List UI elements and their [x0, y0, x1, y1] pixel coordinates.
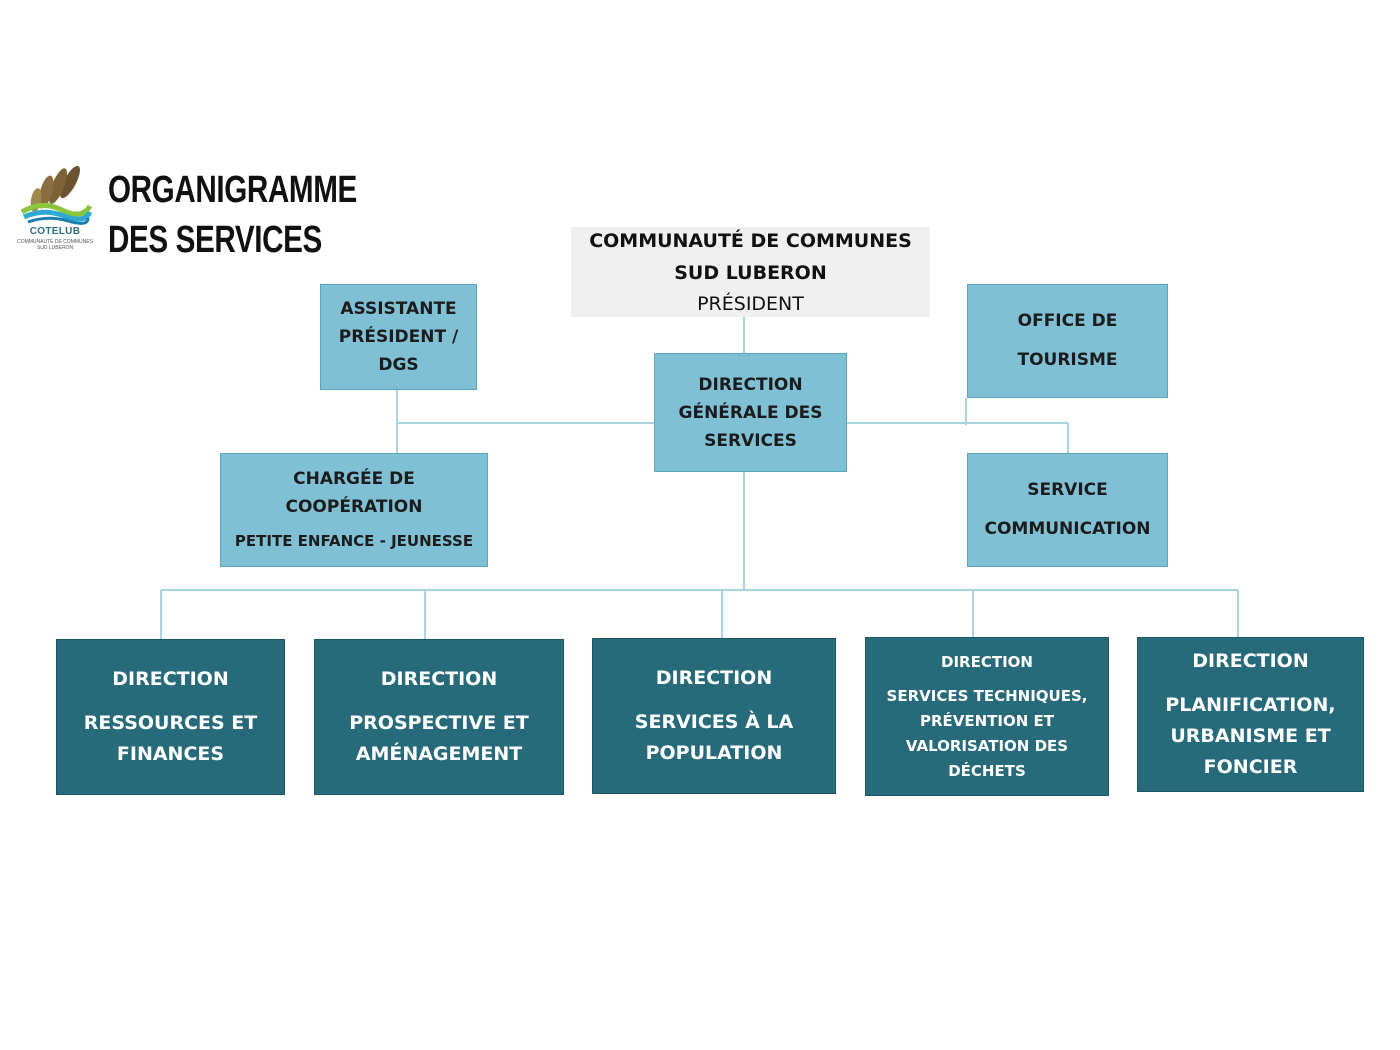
page-title-line2: DES SERVICES	[108, 219, 322, 261]
chargee-cooperation-box: CHARGÉE DE COOPÉRATION PETITE ENFANCE - …	[220, 453, 488, 567]
office-tourisme-line1: OFFICE DE	[1017, 311, 1118, 331]
direction-ressources-finances: DIRECTION RESSOURCES ET FINANCES	[56, 639, 285, 795]
logo-name: COTELUB	[29, 226, 81, 237]
direction-4-line1: SERVICES TECHNIQUES,	[886, 686, 1088, 705]
dgs-line3: SERVICES	[704, 430, 797, 451]
assistante-line1: ASSISTANTE	[340, 299, 457, 319]
direction-2-line1: PROSPECTIVE ET	[349, 712, 529, 734]
page-title-line1: ORGANIGRAMME	[108, 169, 357, 211]
direction-services-population: DIRECTION SERVICES À LA POPULATION	[592, 638, 836, 794]
logo-subtitle: COMMUNAUTÉ DE COMMUNES SUD LUBERON	[17, 239, 93, 251]
direction-5-line3: FONCIER	[1203, 756, 1298, 778]
office-tourisme-line2: TOURISME	[1017, 350, 1118, 370]
chargee-line3: PETITE ENFANCE - JEUNESSE	[234, 532, 474, 550]
communication-line2: COMMUNICATION	[984, 519, 1151, 539]
direction-4-line4: DÉCHETS	[948, 761, 1026, 780]
direction-1-line1: RESSOURCES ET	[83, 712, 258, 734]
direction-2-line2: AMÉNAGEMENT	[355, 743, 523, 765]
service-communication-box: SERVICE COMMUNICATION	[967, 453, 1168, 567]
direction-5-line2: URBANISME ET	[1170, 725, 1331, 747]
direction-services-techniques: DIRECTION SERVICES TECHNIQUES, PRÉVENTIO…	[865, 637, 1109, 796]
cotelub-logo: COTELUB COMMUNAUTÉ DE COMMUNES SUD LUBER…	[14, 160, 96, 255]
assistante-line2: PRÉSIDENT /	[338, 327, 459, 347]
direction-4-line3: VALORISATION DES	[905, 736, 1069, 755]
feather-logo-icon	[20, 165, 92, 225]
direction-4-head: DIRECTION	[941, 652, 1033, 671]
assistante-line3: DGS	[378, 355, 419, 375]
direction-1-line2: FINANCES	[116, 743, 225, 765]
president-box: COMMUNAUTÉ DE COMMUNES SUD LUBERON PRÉSI…	[571, 227, 930, 317]
direction-prospective-amenagement: DIRECTION PROSPECTIVE ET AMÉNAGEMENT	[314, 639, 564, 795]
office-tourisme-box: OFFICE DE TOURISME	[967, 284, 1168, 398]
direction-4-line2: PRÉVENTION ET	[919, 711, 1055, 730]
dgs-box: DIRECTION GÉNÉRALE DES SERVICES	[654, 353, 847, 472]
dgs-line1: DIRECTION	[698, 374, 803, 395]
direction-3-head: DIRECTION	[655, 667, 773, 689]
direction-5-line1: PLANIFICATION,	[1165, 694, 1336, 716]
president-org-line1: COMMUNAUTÉ DE COMMUNES	[589, 230, 912, 252]
direction-5-head: DIRECTION	[1192, 650, 1309, 672]
chargee-line2: COOPÉRATION	[285, 497, 423, 517]
direction-3-line2: POPULATION	[645, 742, 783, 764]
direction-1-head: DIRECTION	[112, 668, 229, 690]
president-org-line2: SUD LUBERON	[674, 262, 827, 284]
direction-planification-urbanisme: DIRECTION PLANIFICATION, URBANISME ET FO…	[1137, 637, 1364, 792]
dgs-line2: GÉNÉRALE DES	[678, 402, 823, 423]
page-title: ORGANIGRAMME DES SERVICES	[108, 165, 357, 265]
assistante-box: ASSISTANTE PRÉSIDENT / DGS	[320, 284, 477, 390]
direction-3-line1: SERVICES À LA	[634, 711, 794, 733]
direction-2-head: DIRECTION	[380, 668, 498, 690]
communication-line1: SERVICE	[1027, 480, 1108, 500]
president-role: PRÉSIDENT	[697, 293, 804, 315]
chargee-line1: CHARGÉE DE	[293, 469, 415, 489]
